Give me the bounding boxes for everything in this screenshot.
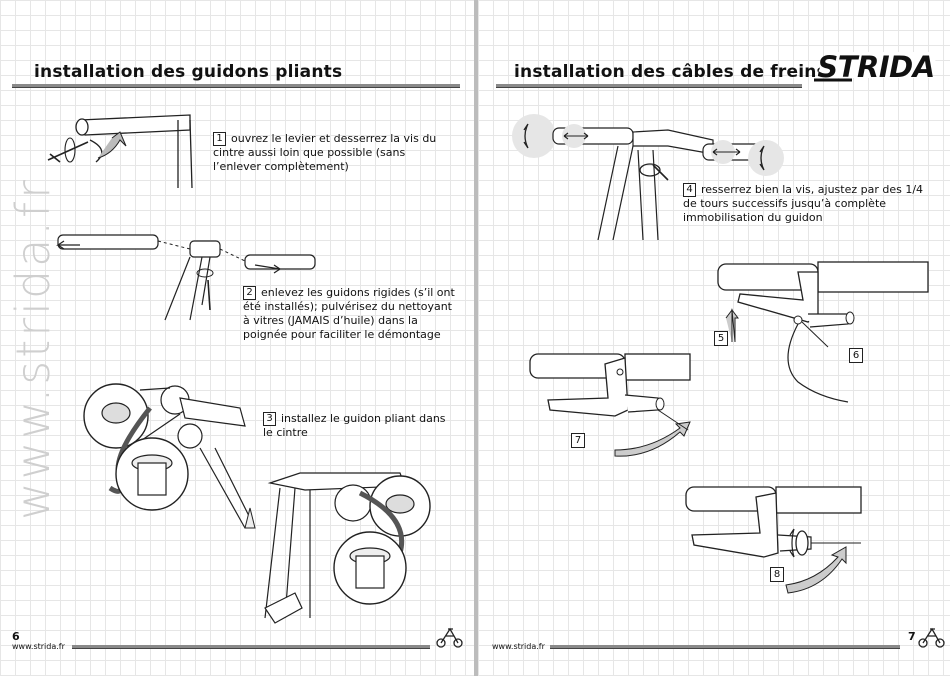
step-1-number: 1 bbox=[213, 132, 226, 146]
title-underline bbox=[496, 84, 802, 88]
brake-lever-middle-illustration bbox=[529, 353, 691, 457]
page-title: installation des câbles de freins bbox=[514, 62, 827, 82]
remove-handlebar-illustration bbox=[56, 234, 316, 321]
step-3-number: 3 bbox=[263, 412, 276, 426]
page-gutter bbox=[474, 0, 478, 676]
page-number: 7 bbox=[908, 630, 916, 643]
brake-lever-bottom-illustration bbox=[685, 486, 862, 594]
step-4-text: resserrez bien la vis, ajustez par des 1… bbox=[683, 183, 924, 224]
logo-text: STRIDA bbox=[817, 50, 934, 82]
tighten-screw-illustration bbox=[512, 114, 784, 241]
step-1-text: ouvrez le levier et desserrez la vis du … bbox=[213, 132, 437, 173]
page-number: 6 bbox=[12, 630, 20, 643]
step-2-number: 2 bbox=[243, 286, 256, 300]
footer-line bbox=[72, 645, 430, 649]
title-underline bbox=[12, 84, 460, 88]
page-title: installation des guidons pliants bbox=[34, 62, 343, 82]
left-page: www.strida.fr installation des guidons p… bbox=[0, 0, 474, 676]
bicycle-icon bbox=[918, 627, 945, 648]
step-3-text: installez le guidon pliant dans le cintr… bbox=[263, 412, 446, 439]
callout-5: 5 bbox=[714, 331, 728, 346]
callout-8: 8 bbox=[770, 567, 784, 582]
lever-open-illustration bbox=[47, 114, 193, 189]
brake-lever-top-illustration bbox=[717, 261, 929, 403]
bicycle-icon bbox=[436, 627, 463, 648]
footer-url: www.strida.fr bbox=[492, 642, 545, 651]
step-4-number: 4 bbox=[683, 183, 696, 197]
footer-line bbox=[550, 645, 900, 649]
install-folding-handlebar-illustration bbox=[83, 383, 431, 624]
step-2-text: enlevez les guidons rigides (s’il ont ét… bbox=[243, 286, 455, 341]
footer-url: www.strida.fr bbox=[12, 642, 65, 651]
callout-7: 7 bbox=[571, 433, 585, 448]
callout-6: 6 bbox=[849, 348, 863, 363]
strida-logo: STRIDA bbox=[814, 50, 938, 82]
